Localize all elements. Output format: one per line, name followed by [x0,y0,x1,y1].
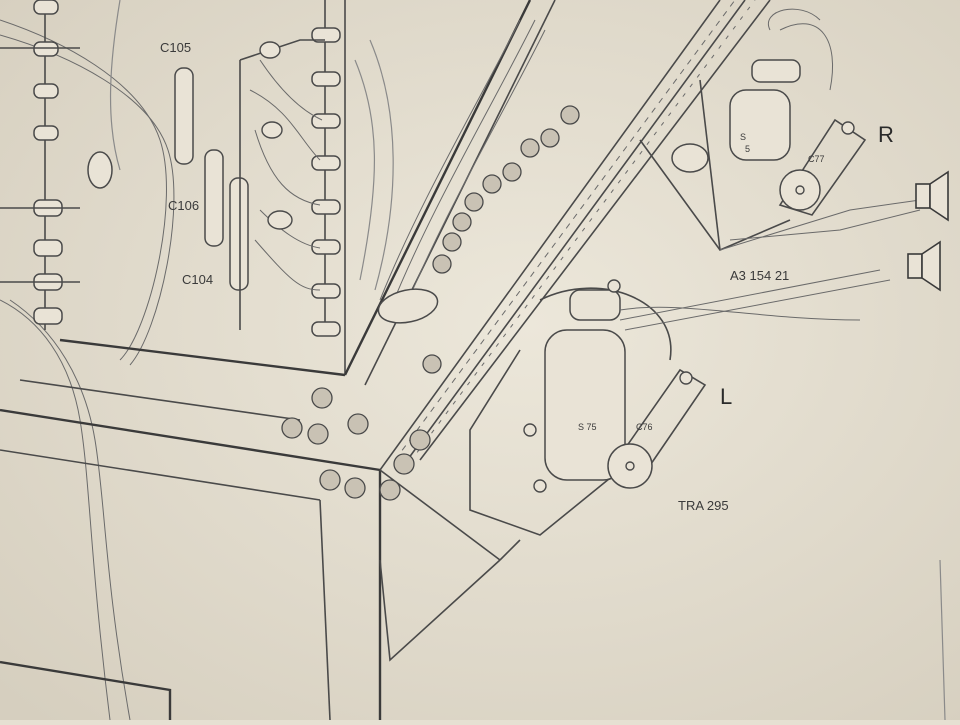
right-channel-assembly [639,8,921,251]
label-left-channel: L [720,384,732,409]
left-resistor-column [0,0,113,330]
label-s75: S 75 [578,422,597,432]
diagonal-rail [343,0,771,662]
label-drawing-number: TRA 295 [678,498,729,513]
speaker-icon-top [915,170,949,222]
label-c105: C105 [160,40,191,55]
speaker-icon-bottom [907,240,941,292]
label-c106: C106 [168,198,199,213]
rail-terminals [281,105,580,501]
label-c77: C77 [808,154,825,164]
label-c76: C76 [636,422,653,432]
left-wire-bundle [0,0,175,721]
label-right-channel: R [878,122,894,147]
label-s-pin: 5 [745,144,750,154]
label-s-right: S [740,132,746,142]
upper-harness [354,19,546,324]
capacitor-group [174,39,325,330]
label-part-number: A3 154 21 [730,268,789,283]
label-c104: C104 [182,272,213,287]
left-channel-assembly [469,269,891,536]
